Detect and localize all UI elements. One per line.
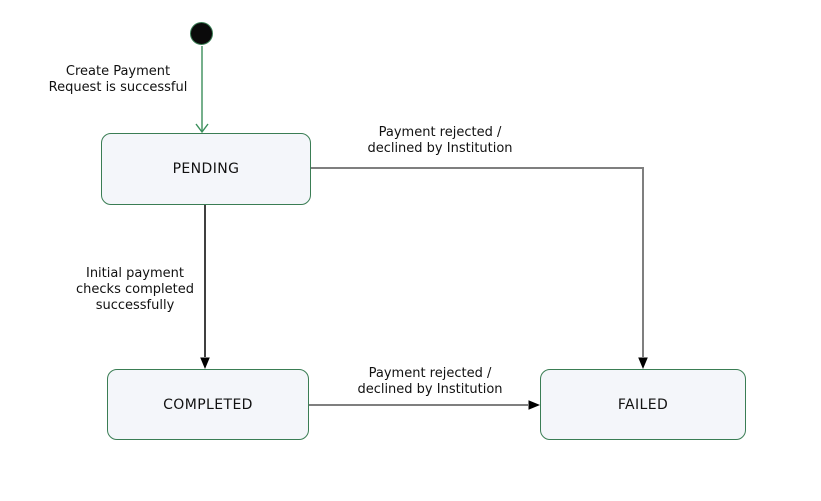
edge-label-pending-to-completed: Initial payment checks completed success… [76,266,194,313]
state-failed: FAILED [540,369,746,440]
state-failed-label: FAILED [617,396,669,413]
state-completed: COMPLETED [107,369,309,440]
edge-label-completed-to-failed: Payment rejected / declined by Instituti… [357,366,503,397]
edge-pending-to-completed-arrow [200,205,210,369]
edge-initial-to-pending-arrow [195,46,209,134]
state-completed-label: COMPLETED [163,396,253,413]
edge-pending-to-failed-arrow [311,167,648,369]
edge-label-initial-to-pending: Create Payment Request is successful [48,64,188,95]
initial-state-dot [190,22,213,45]
state-pending-label: PENDING [172,161,240,177]
edge-completed-to-failed-arrow [309,400,540,410]
edge-label-pending-to-failed: Payment rejected / declined by Instituti… [367,125,513,156]
state-pending: PENDING [101,133,311,205]
